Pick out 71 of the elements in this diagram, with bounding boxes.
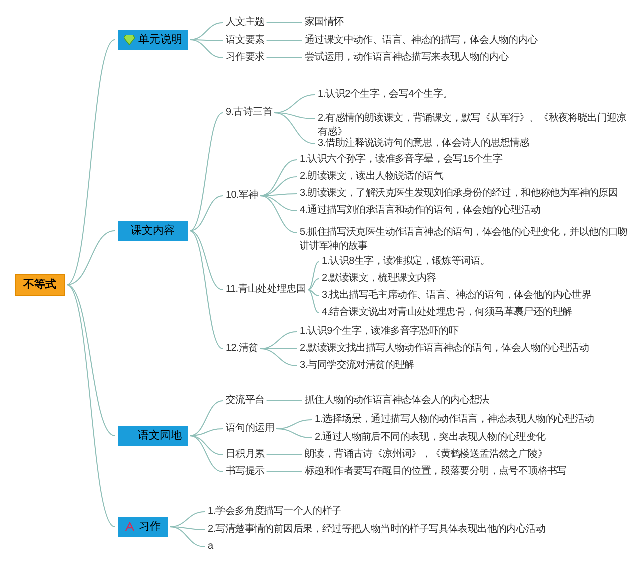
topic-text: 语句的运用	[226, 422, 275, 436]
connector-line	[266, 22, 302, 24]
topic-text: 2.默读课文，梳理课文内容	[322, 272, 436, 286]
connector-line	[260, 160, 298, 196]
topic-text: 家国情怀	[305, 16, 344, 30]
connector-line	[190, 112, 224, 232]
topic-text: 5.抓住描写沃克医生动作语言神态的语句，体会他的心理变化，并以他的口吻讲讲军神的故事	[300, 226, 636, 254]
topic-box	[118, 221, 188, 241]
topic-label: 单元说明	[138, 32, 182, 48]
topic-text: 标题和作者要写在醒目的位置，段落要分明，点号不顶格书写	[305, 465, 567, 479]
connector-line	[190, 436, 224, 456]
topic-text: 交流平台	[226, 394, 265, 408]
topic-text: 2.默读课文找出描写人物动作语言神态的语句，体会人物的心理活动	[300, 342, 590, 356]
connector-line	[308, 262, 320, 290]
topic-text: 尝试运用，动作语言神态描写来表现人物的内心	[305, 51, 509, 65]
connector-line	[308, 278, 320, 290]
topic-text: 人文主题	[226, 16, 265, 30]
connector-line	[66, 284, 116, 528]
topic-text: 3.找出描写毛主席动作、语言、神态的语句，体会他的内心世界	[322, 289, 592, 303]
topic-label: 语文园地	[138, 428, 182, 444]
topic-text: 1.学会多角度描写一个人的样子	[208, 505, 342, 519]
topic-text: 日积月累	[226, 448, 265, 462]
connector-line	[260, 196, 298, 212]
connector-line	[266, 40, 302, 42]
topic-text: 1.认识2个生字，会写4个生字。	[318, 88, 453, 102]
connector-line	[190, 436, 224, 472]
topic-text: a	[208, 540, 214, 554]
topic-box	[118, 517, 168, 537]
topic-box	[118, 30, 188, 50]
connector-line	[308, 290, 320, 296]
root-topic-box: 不等式	[15, 274, 65, 296]
topic-text: 2.通过人物前后不同的表现，突出表现人物的心理变化	[315, 431, 546, 445]
topic-text: 1.认识8生字，读准拟定，锻炼等词语。	[322, 255, 490, 269]
topic-text: 9.古诗三首	[226, 106, 273, 120]
topic-text: 4.通过描写刘伯承语言和动作的语句，体会她的心理活动	[300, 204, 541, 218]
connector-line	[260, 348, 298, 366]
connector-line	[66, 40, 116, 286]
connector-line	[266, 454, 302, 456]
connector-line	[190, 196, 224, 232]
connector-line	[190, 40, 224, 58]
topic-text: 3.与同学交流对清贫的理解	[300, 359, 414, 373]
topic-box	[118, 426, 188, 446]
topic-text: 语文要素	[226, 34, 265, 48]
topic-text: 4.结合课文说出对青山处处埋忠骨，何须马革裹尸还的理解	[322, 306, 572, 320]
topic-text: 抓住人物的动作语言神态体会人的内心想法	[305, 394, 490, 408]
topic-text: 11.青山处处埋忠国	[226, 283, 306, 297]
connector-line	[66, 230, 116, 286]
topic-text: 书写提示	[226, 465, 265, 479]
connector-line	[190, 230, 224, 290]
connector-line	[274, 112, 316, 144]
topic-text: 朗读，背诵古诗《凉州词》，《黄鹤楼送孟浩然之广陵》	[305, 448, 548, 462]
topic-text: 1.认识六个孙字，读准多音字晕，会写15个生字	[300, 153, 503, 167]
connector-line	[266, 400, 302, 402]
connector-line	[190, 230, 224, 350]
topic-text: 2.朗读课文，读出人物说话的语气	[300, 170, 444, 184]
connector-line	[190, 400, 224, 436]
topic-text: 10.军神	[226, 189, 258, 203]
topic-text: 2.写清楚事情的前因后果，经过等把人物当时的样子写具体表现出他的内心活动	[208, 523, 546, 537]
connector-line	[276, 428, 312, 438]
topic-text: 3.借助注释说说诗句的意思，体会诗人的思想情感	[318, 137, 530, 151]
connector-line	[170, 526, 206, 548]
topic-text: 3.朗读课文，了解沃克医生发现刘伯承身份的经过，和他称他为军神的原因	[300, 187, 618, 201]
topic-text: 习作要求	[226, 51, 265, 65]
connector-line	[260, 196, 298, 234]
connector-line	[308, 290, 320, 314]
topic-text: 1.认识9个生字，读准多音字恐吓的吓	[300, 325, 459, 339]
topic-text: 1.选择场景，通过描写人物的动作语言，神态表现人物的心理活动	[315, 413, 594, 427]
topic-label: 课文内容	[131, 224, 175, 239]
topic-label: 习作	[139, 520, 161, 535]
topic-text: 通过课文中动作、语言、神态的描写，体会人物的内心	[305, 34, 538, 48]
topic-text: 12.清贫	[226, 342, 258, 356]
